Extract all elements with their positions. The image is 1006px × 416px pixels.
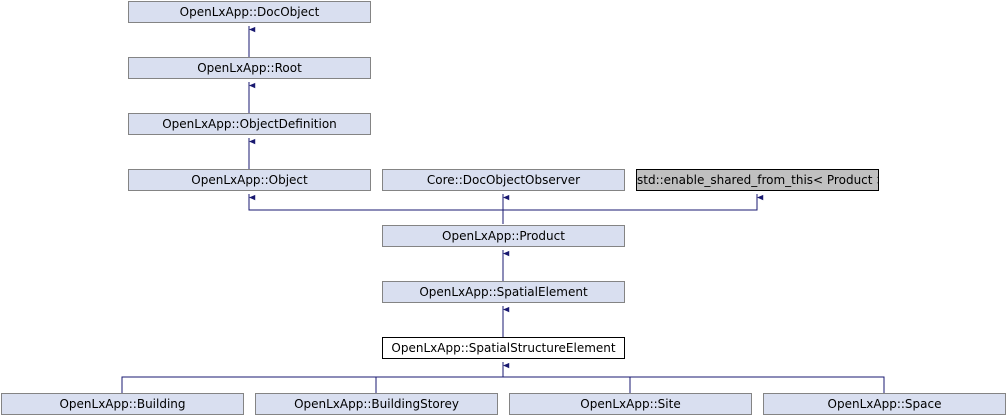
node-building-storey[interactable]: OpenLxApp::BuildingStorey [255, 393, 498, 415]
node-spatial-element[interactable]: OpenLxApp::SpatialElement [382, 281, 625, 303]
node-doc-object[interactable]: OpenLxApp::DocObject [128, 1, 371, 23]
node-site[interactable]: OpenLxApp::Site [509, 393, 752, 415]
node-doc-object-observer[interactable]: Core::DocObjectObserver [382, 169, 625, 191]
edge-space-spatialstructureelement [503, 376, 885, 393]
edge-product-object [248, 194, 504, 224]
edge-product-enablesharedfromthis [503, 194, 764, 211]
node-building[interactable]: OpenLxApp::Building [1, 393, 244, 415]
node-object-definition[interactable]: OpenLxApp::ObjectDefinition [128, 113, 371, 135]
node-root[interactable]: OpenLxApp::Root [128, 57, 371, 79]
node-object[interactable]: OpenLxApp::Object [128, 169, 371, 191]
node-enable-shared-from-this: std::enable_shared_from_this< Product > [636, 169, 879, 191]
node-space[interactable]: OpenLxApp::Space [763, 393, 1006, 415]
node-product[interactable]: OpenLxApp::Product [382, 225, 625, 247]
edge-building-spatialstructureelement [121, 362, 510, 393]
node-spatial-structure-element: OpenLxApp::SpatialStructureElement [382, 337, 625, 359]
